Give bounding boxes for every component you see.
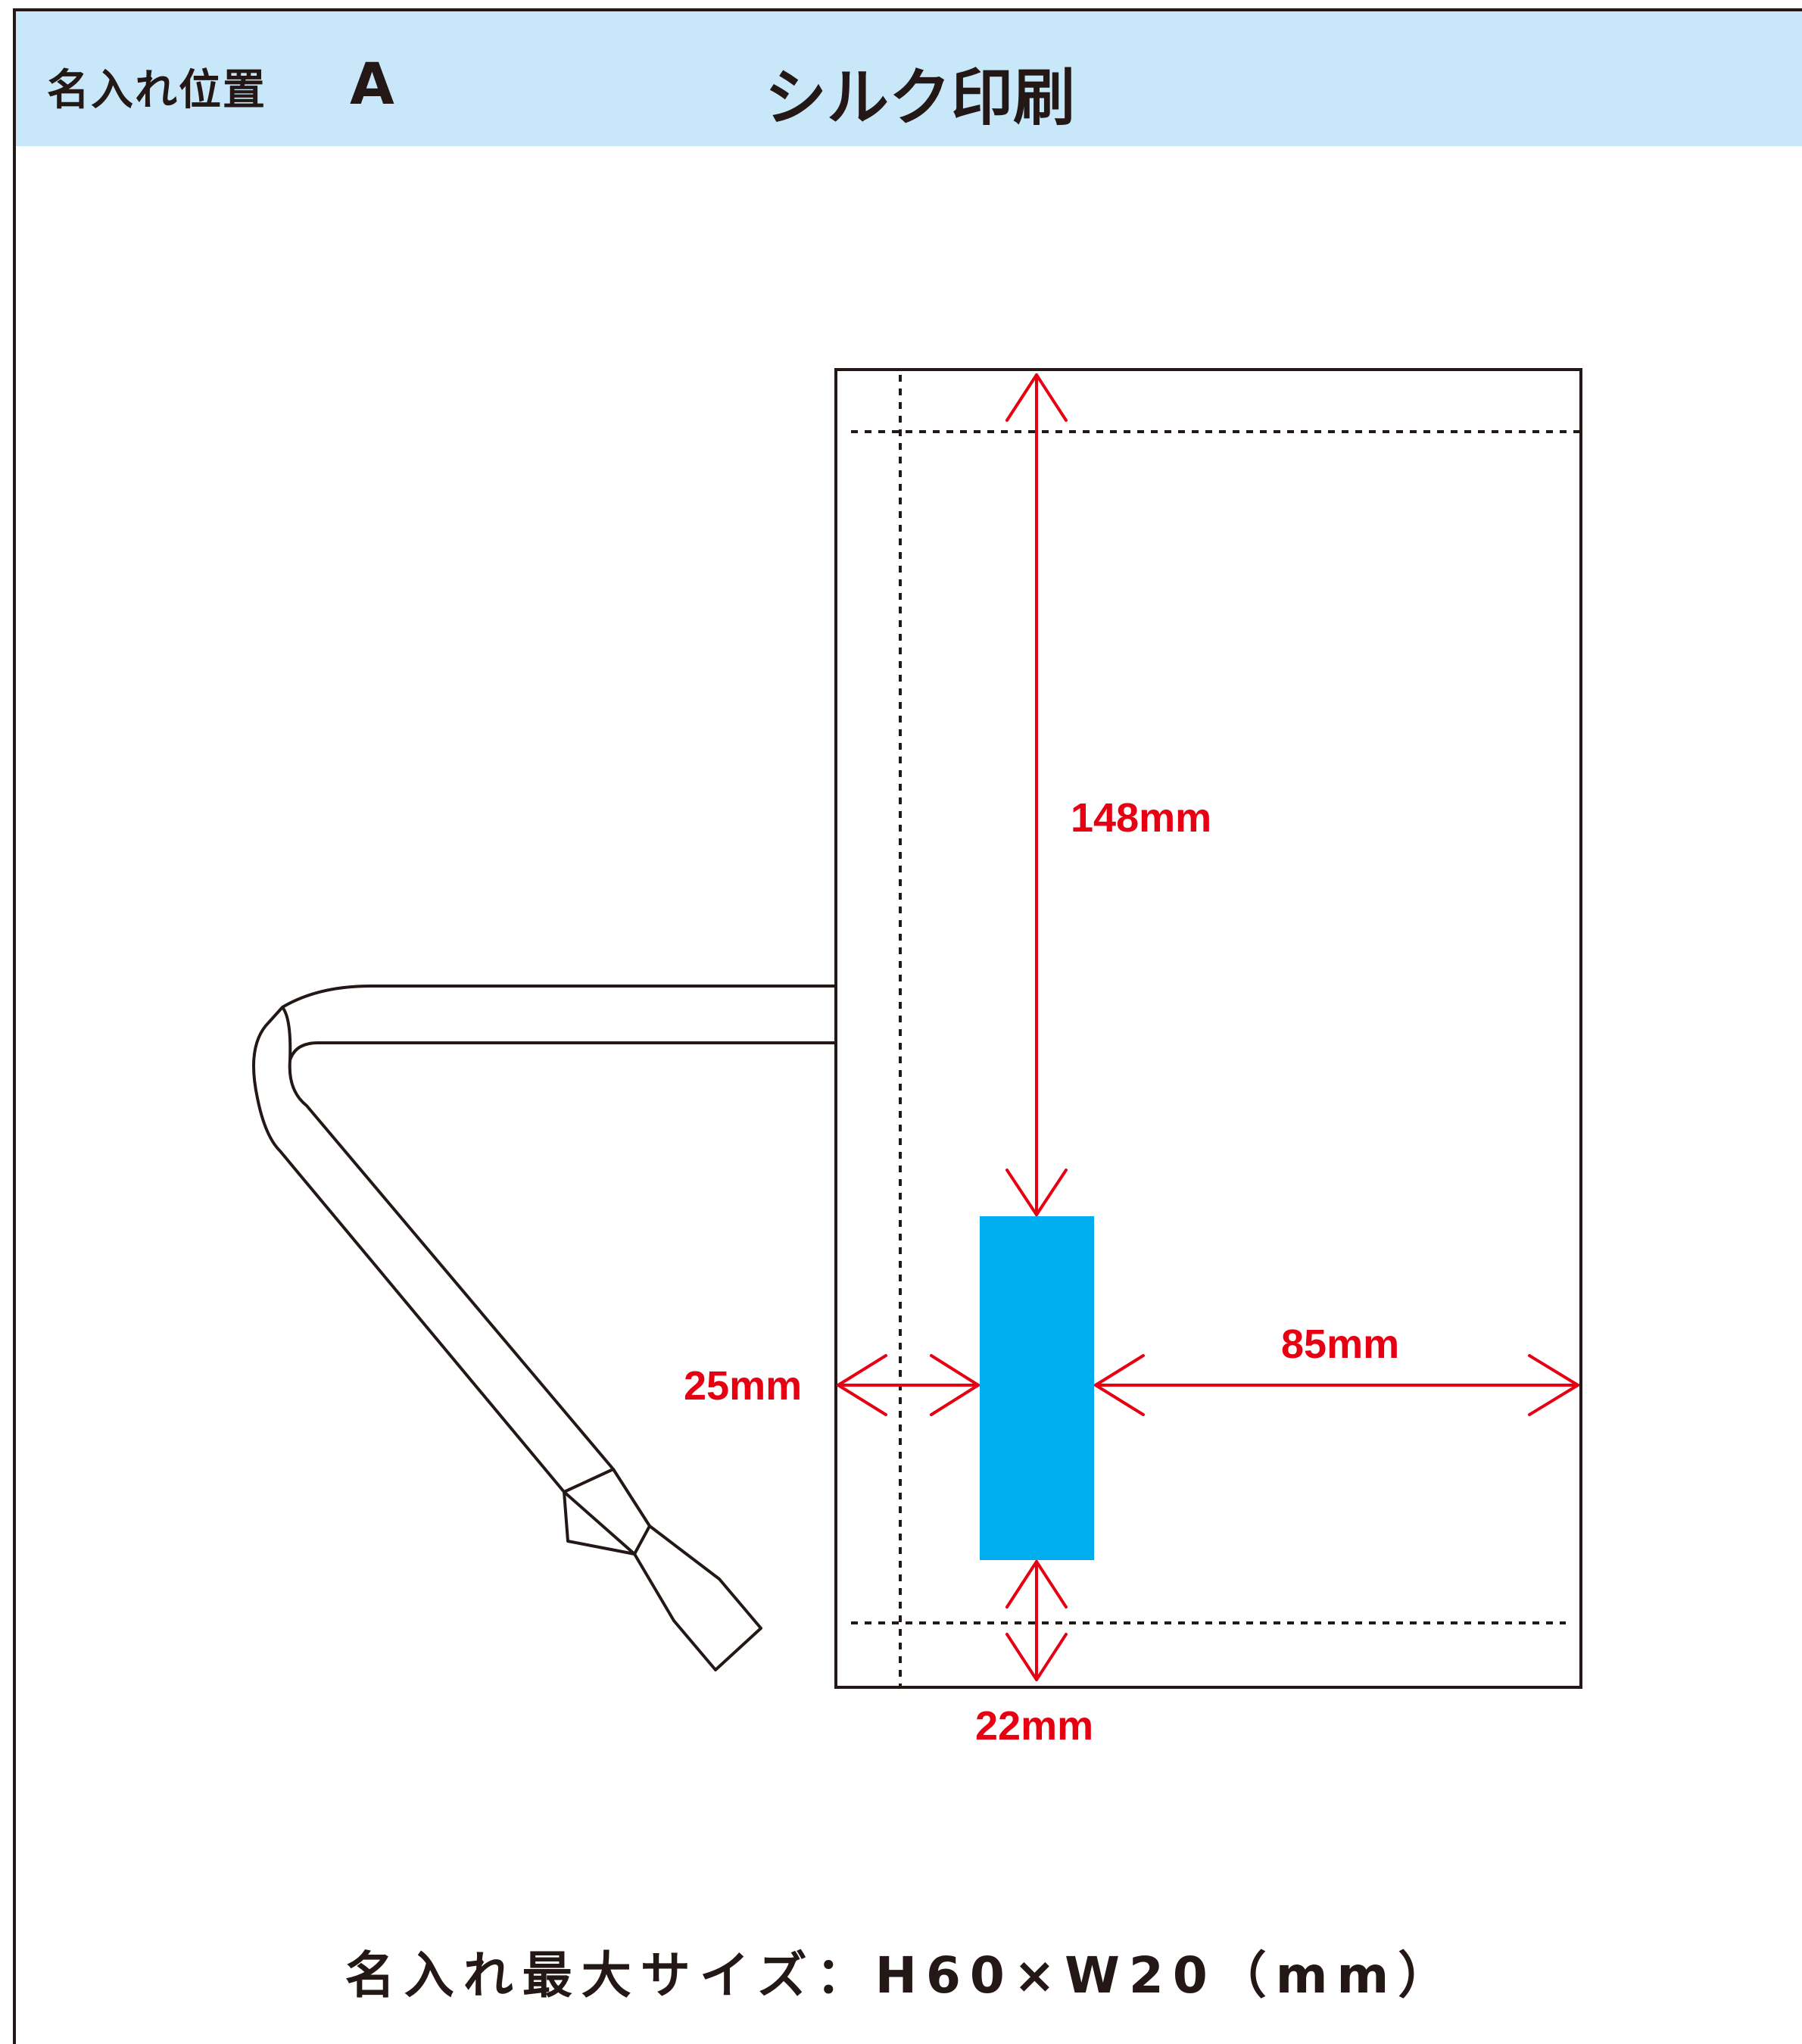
print-position-letter: A — [350, 50, 394, 117]
page-frame — [13, 8, 1802, 2044]
dim-label-left: 25mm — [684, 1363, 802, 1409]
arrowhead-right-start — [1094, 1354, 1145, 1416]
dimension-lines — [837, 373, 1579, 1681]
pouch-outline — [834, 368, 1582, 1689]
strap-outer-edge — [252, 985, 836, 1493]
strap — [252, 985, 836, 1671]
arrowhead-bottom-end — [1005, 1633, 1068, 1681]
max-print-size: 名入れ最大サイズ：H60×W20（mm） — [344, 1946, 1458, 2005]
arrowhead-right-end — [1528, 1354, 1579, 1416]
dim-label-right: 85mm — [1281, 1322, 1399, 1367]
print-position-label: 名入れ位置 — [47, 66, 267, 115]
dim-label-bottom: 22mm — [975, 1703, 1093, 1749]
header-bar — [16, 11, 1802, 146]
arrowhead-left-start — [837, 1354, 887, 1416]
arrowhead-top-end — [1005, 1169, 1068, 1216]
arrowhead-left-end — [930, 1354, 980, 1416]
arrowhead-bottom-start — [1005, 1560, 1068, 1609]
seam-lines — [851, 375, 1581, 1687]
print-method-title: シルク印刷 — [765, 62, 1076, 134]
strap-inner-edge — [288, 1041, 836, 1471]
dim-label-top: 148mm — [1071, 795, 1211, 841]
arrowhead-top-start — [1005, 373, 1068, 422]
strap-tip-detail — [563, 1491, 651, 1556]
print-area — [980, 1216, 1094, 1560]
strap-tip — [563, 1468, 762, 1671]
strap-fold-line — [281, 1006, 292, 1061]
